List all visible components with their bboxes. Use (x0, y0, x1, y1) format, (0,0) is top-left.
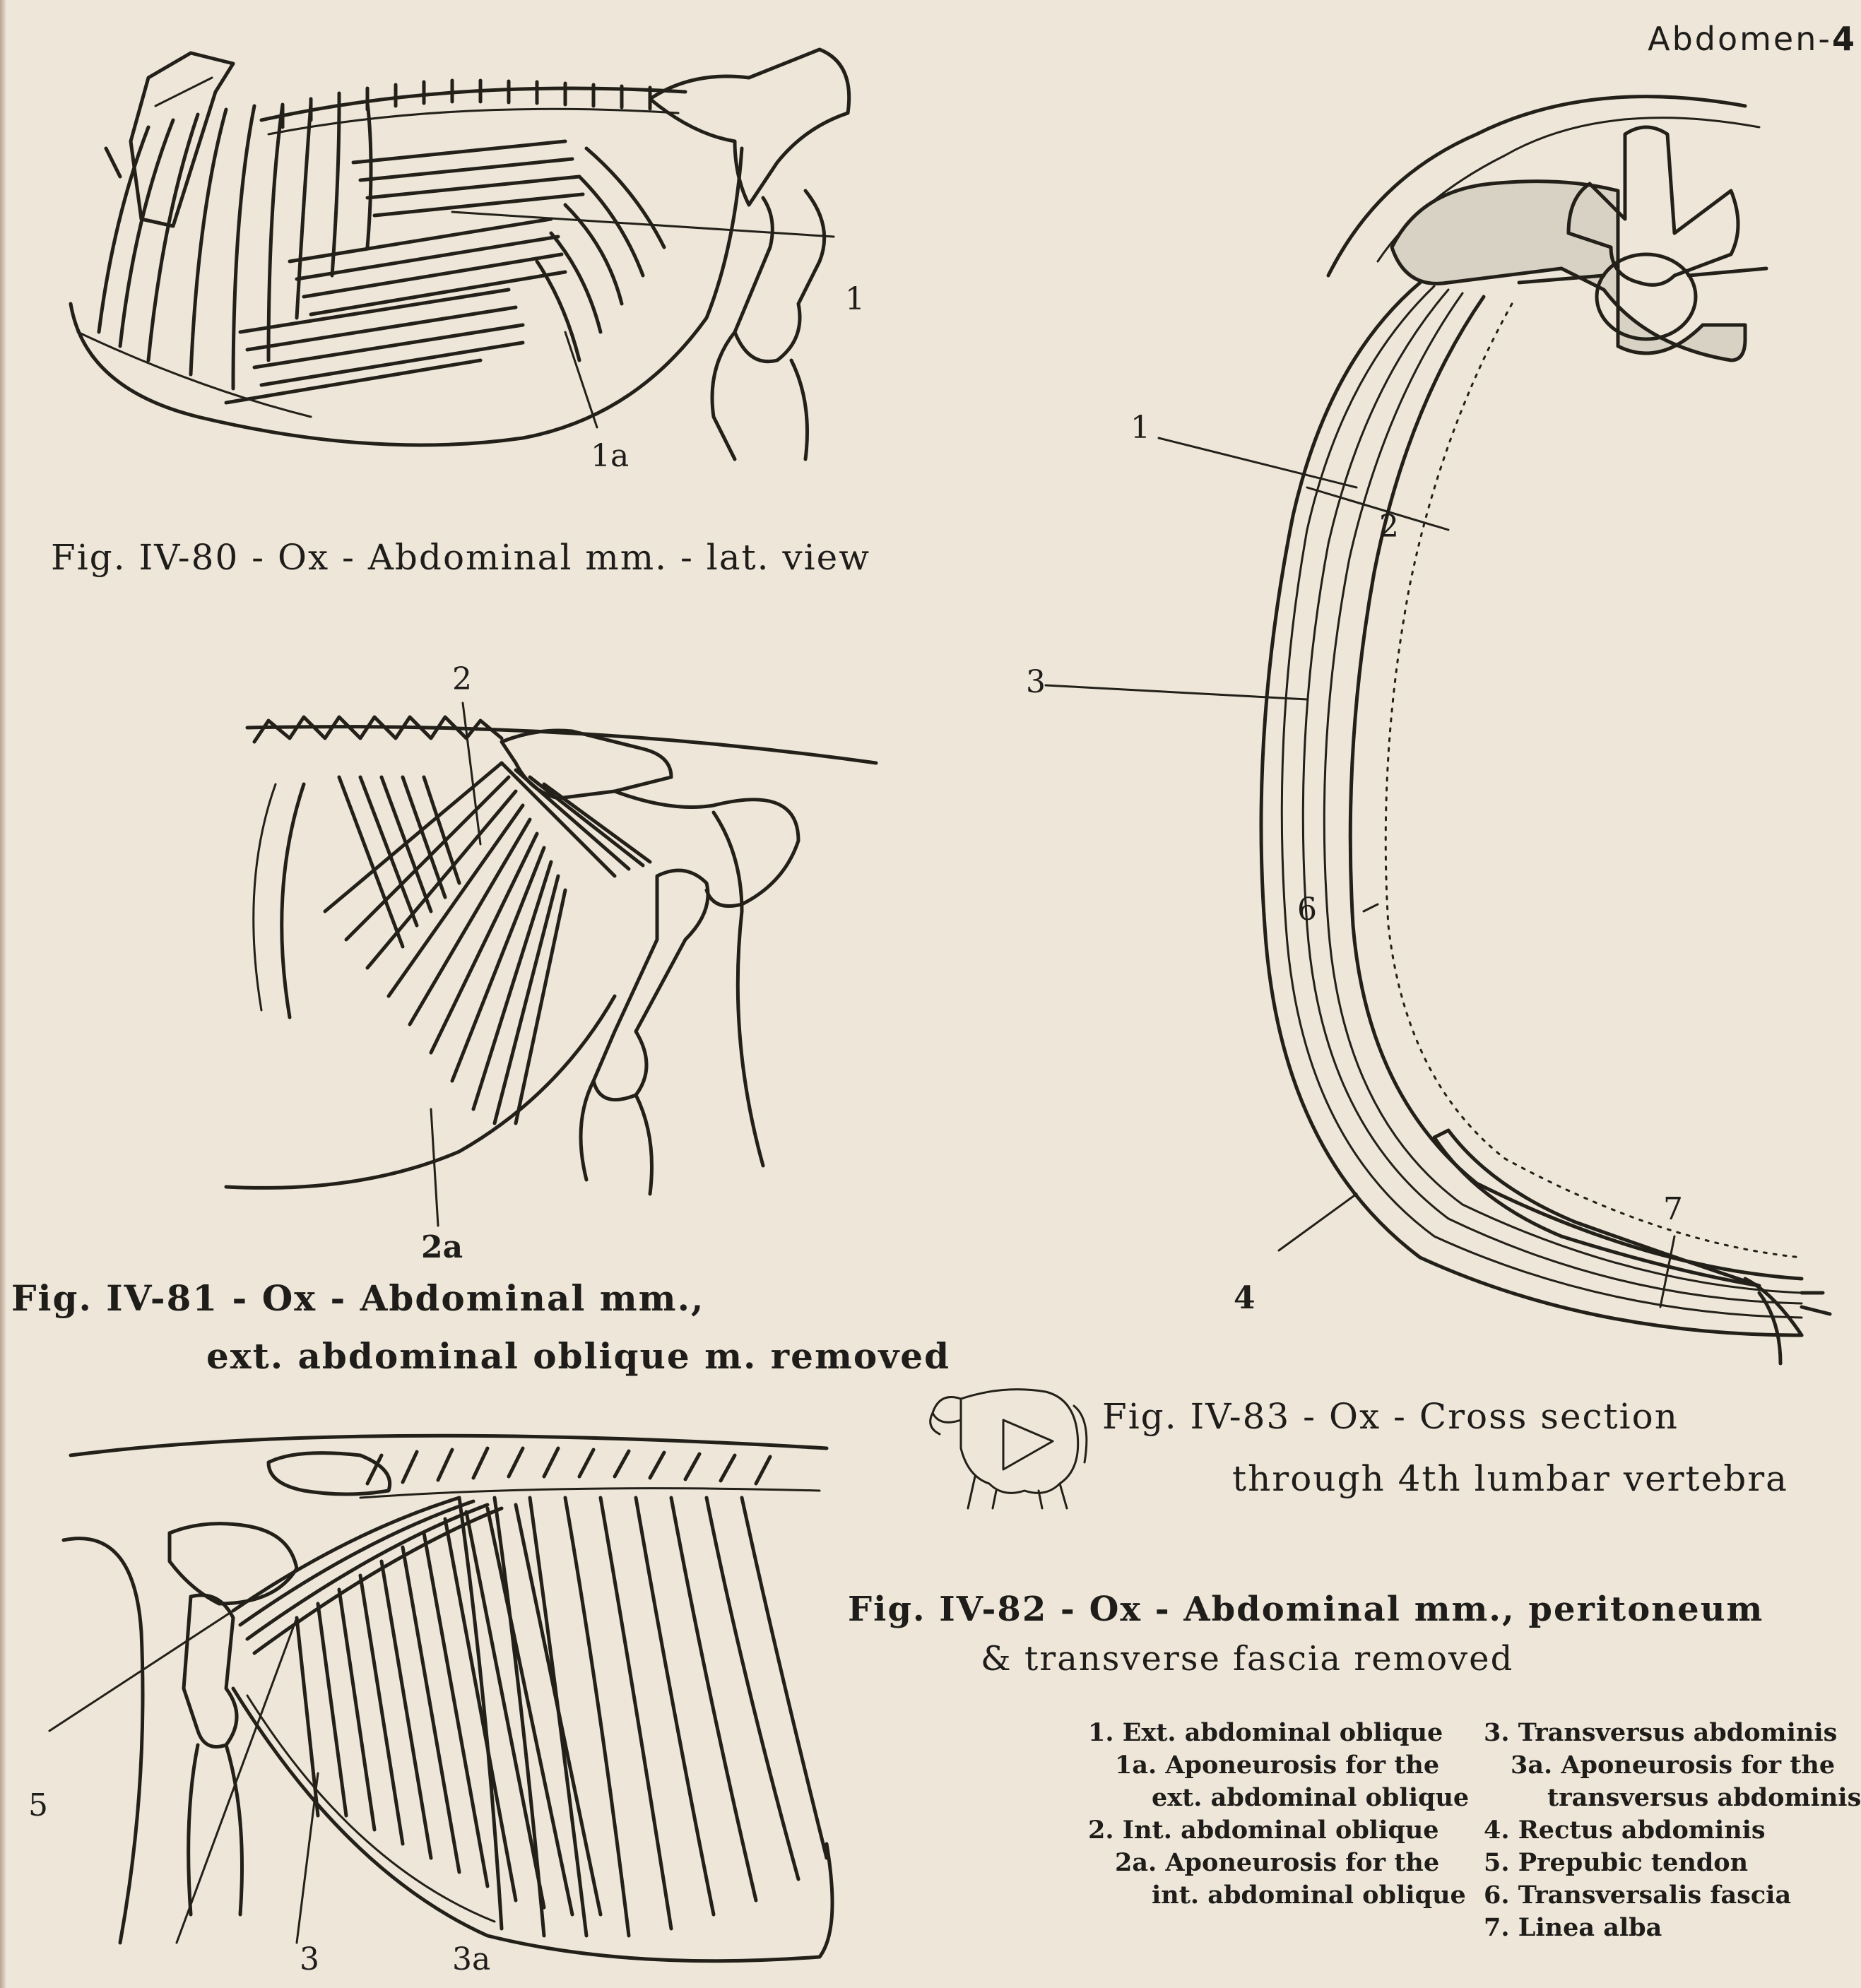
legend-item: int. abdominal oblique (1152, 1881, 1466, 1910)
legend-left-column: 1. Ext. abdominal oblique 1a. Aponeurosi… (1088, 1717, 1469, 1912)
section-title: Abdomen- (1648, 20, 1832, 58)
legend-item: 6. Transversalis fascia (1484, 1881, 1792, 1910)
page-header: Abdomen-4 (1648, 20, 1857, 58)
legend-item: ext. abdominal oblique (1152, 1783, 1470, 1812)
legend-item: 2a. Aponeurosis for the (1115, 1848, 1440, 1877)
fig80-label-1a: 1a (591, 438, 630, 474)
legend-item: 3a. Aponeurosis for the (1511, 1751, 1836, 1780)
fig83-label-1: 1 (1130, 410, 1150, 446)
fig81-caption-line2: ext. abdominal oblique m. removed (206, 1335, 951, 1377)
fig82-label-3a: 3a (452, 1941, 491, 1977)
fig80-illustration (69, 47, 851, 461)
fig83-label-6: 6 (1297, 892, 1317, 928)
legend-right-column: 3. Transversus abdominis 3a. Aponeurosis… (1484, 1717, 1861, 1944)
fig81-illustration (224, 702, 878, 1227)
fig83-caption-line1: Fig. IV-83 - Ox - Cross section (1102, 1396, 1679, 1437)
legend-item: 2. Int. abdominal oblique (1088, 1816, 1439, 1845)
fig83-illustration (1044, 95, 1832, 1366)
legend-item: 4. Rectus abdominis (1484, 1816, 1766, 1845)
legend-item: 5. Prepubic tendon (1484, 1848, 1749, 1877)
fig82-label-3: 3 (300, 1941, 319, 1977)
legend-item: 1. Ext. abdominal oblique (1088, 1718, 1443, 1747)
fig81-label-2: 2 (452, 661, 472, 697)
fig83-caption-line2: through 4th lumbar vertebra (1232, 1458, 1788, 1499)
fig83-label-7: 7 (1663, 1191, 1683, 1227)
legend-item: transversus abdominis (1547, 1783, 1861, 1812)
fig82-label-5: 5 (28, 1787, 48, 1823)
page-edge (0, 0, 6, 1988)
fig80-label-1: 1 (845, 281, 865, 317)
fig82-caption-line2: & transverse fascia removed (981, 1639, 1514, 1679)
fig81-caption-line1: Fig. IV-81 - Ox - Abdominal mm., (11, 1277, 705, 1319)
fig83-label-2: 2 (1379, 509, 1399, 545)
page-number: 4 (1831, 20, 1857, 58)
fig82-illustration (48, 1433, 834, 1963)
legend-item: 3. Transversus abdominis (1484, 1718, 1838, 1747)
legend-item: 1a. Aponeurosis for the (1115, 1751, 1440, 1780)
cow-orientation-icon (929, 1388, 1088, 1510)
legend-item: 7. Linea alba (1484, 1913, 1662, 1942)
fig83-label-4: 4 (1234, 1280, 1256, 1316)
fig80-caption: Fig. IV-80 - Ox - Abdominal mm. - lat. v… (51, 537, 871, 578)
fig81-label-2a: 2a (421, 1229, 463, 1265)
fig83-label-3: 3 (1026, 664, 1046, 700)
fig82-caption-line1: Fig. IV-82 - Ox - Abdominal mm., periton… (848, 1590, 1764, 1629)
